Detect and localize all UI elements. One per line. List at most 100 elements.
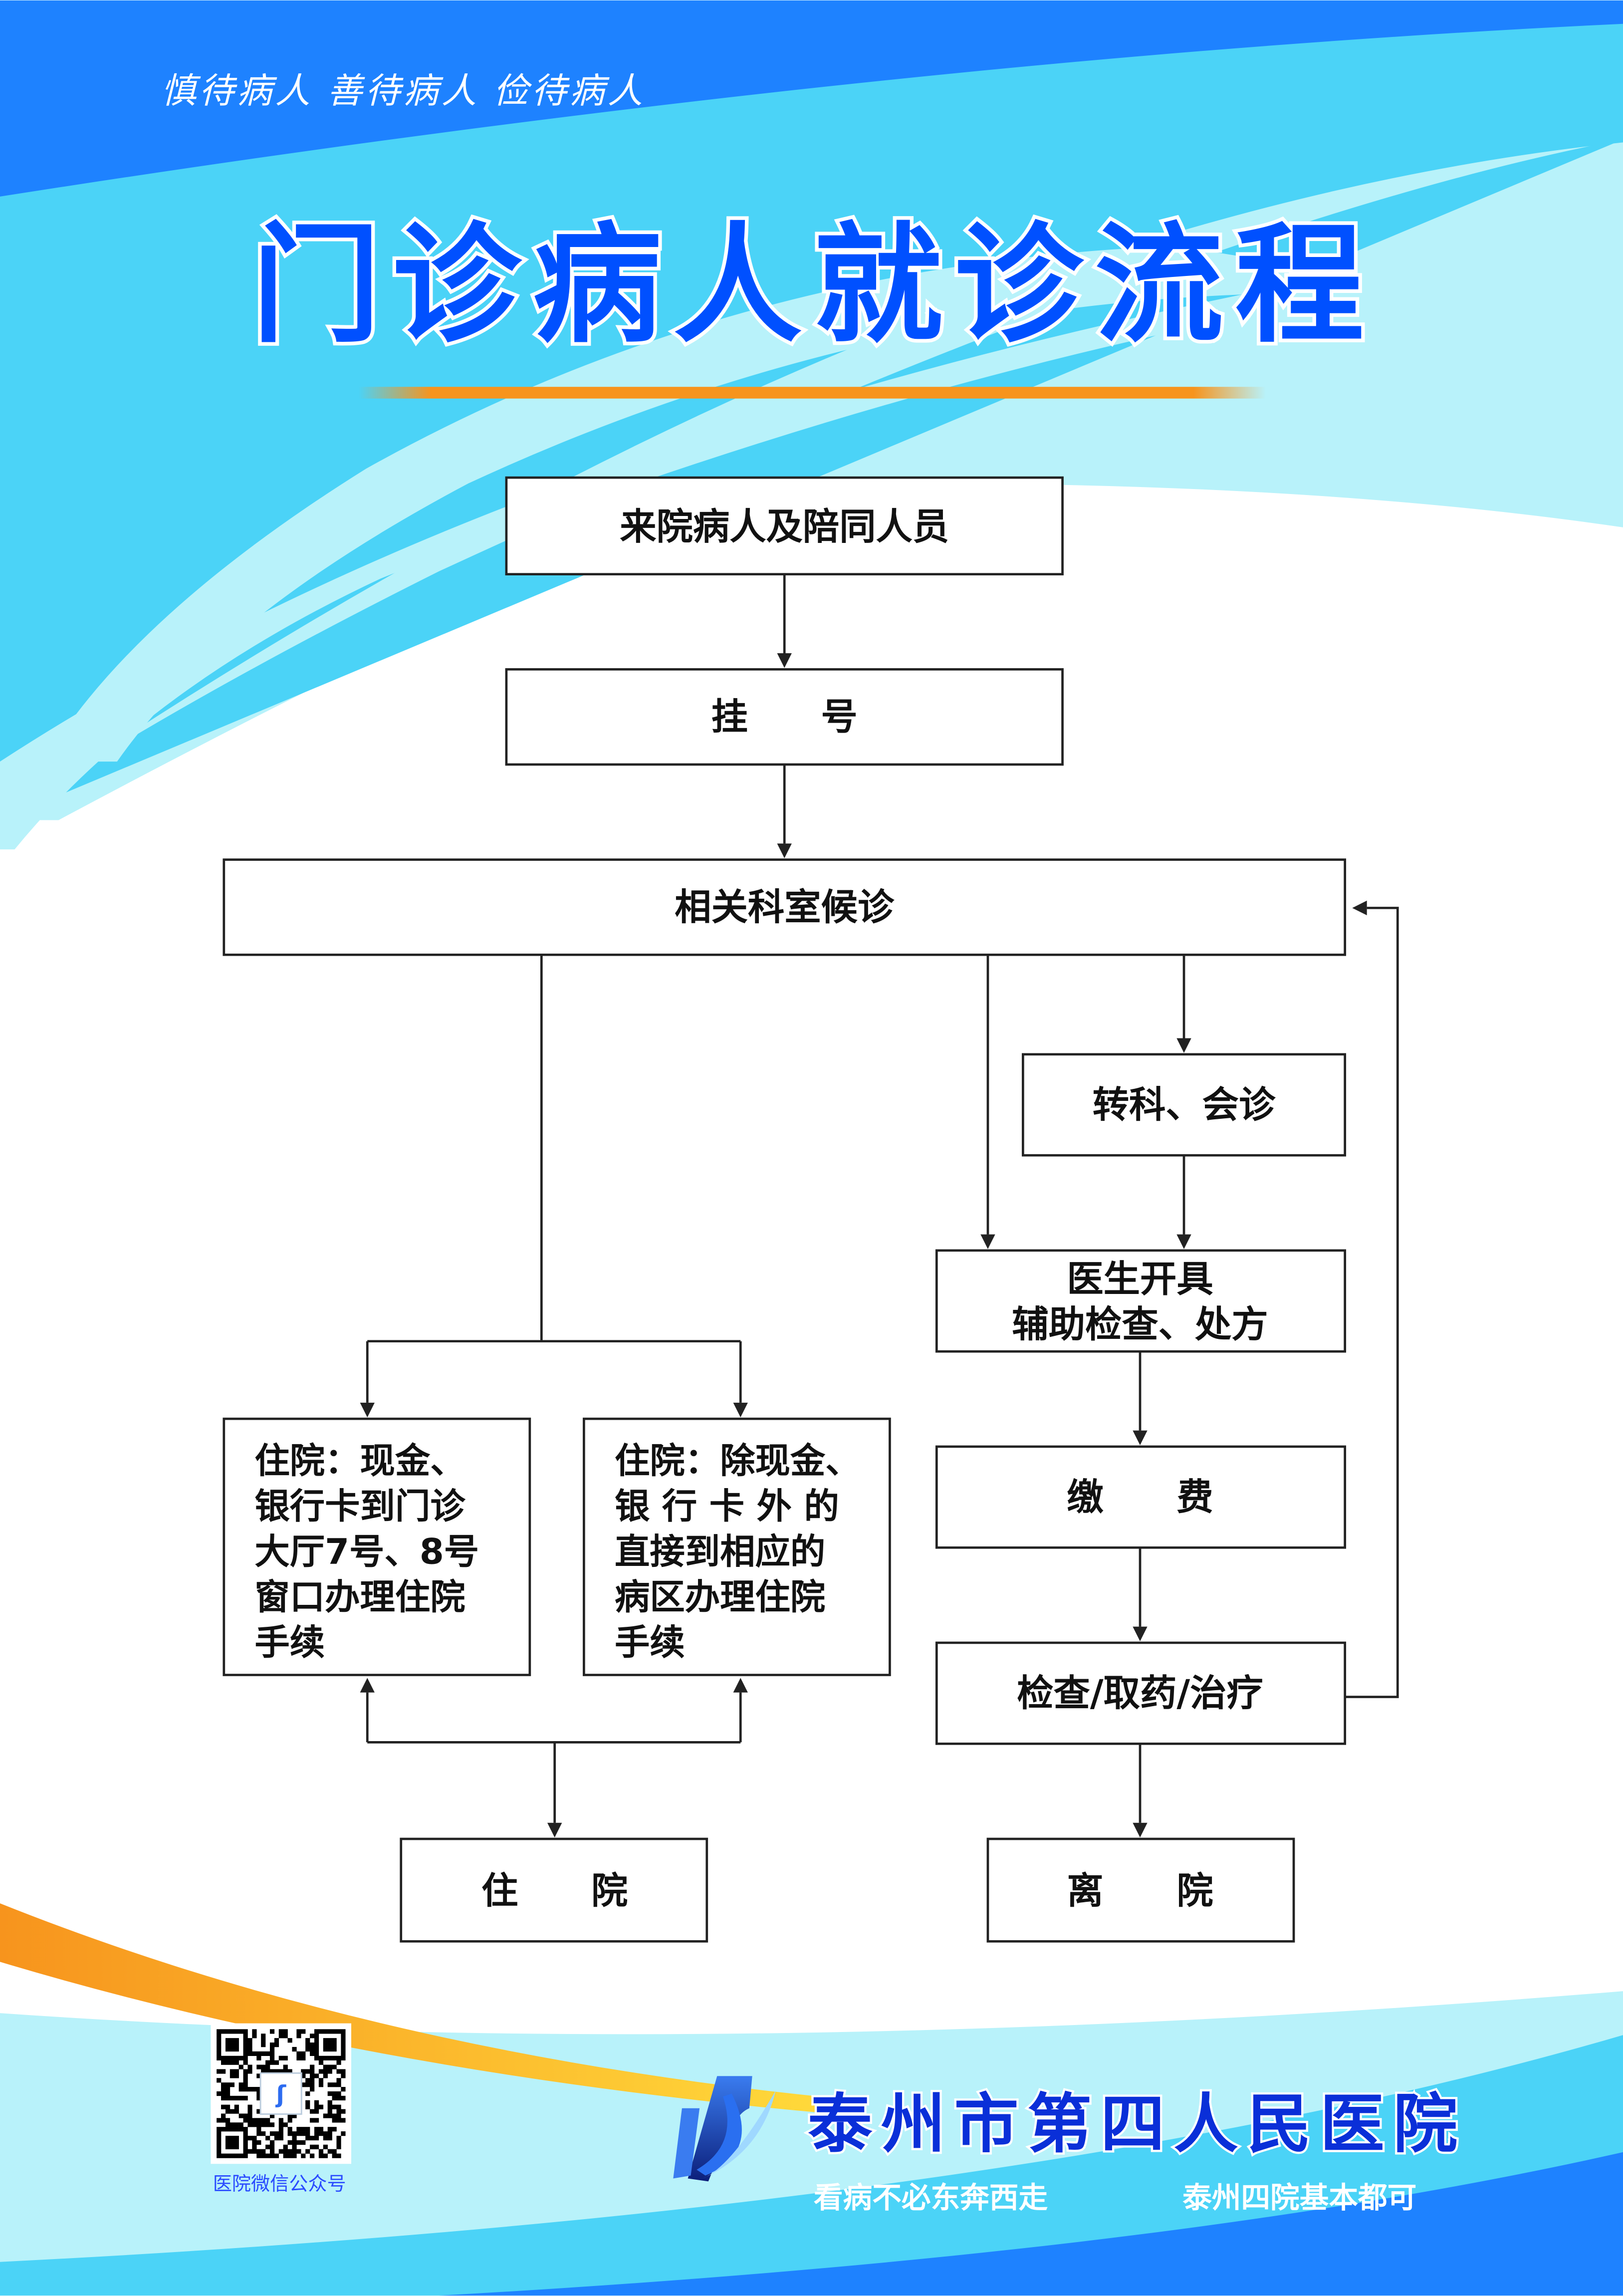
qr-module (252, 2034, 257, 2039)
qr-module (332, 2095, 337, 2101)
qr-module (247, 2042, 252, 2047)
qr-module (305, 2042, 310, 2047)
inpatient-left-line: 窗口办理住院 (254, 1576, 465, 1617)
qr-module (287, 2153, 292, 2158)
qr-module (234, 2046, 239, 2052)
qr-module (252, 2118, 257, 2123)
qr-module (243, 2095, 248, 2101)
qr-module (269, 2029, 275, 2034)
qr-module (221, 2127, 226, 2132)
qr-module (225, 2029, 231, 2034)
qr-module (230, 2140, 235, 2145)
qr-module (230, 2073, 235, 2078)
qr-module (247, 2113, 252, 2118)
qr-module (336, 2069, 341, 2074)
qr-module (238, 2029, 243, 2034)
qr-module (256, 2149, 261, 2154)
qr-module (230, 2153, 235, 2158)
qr-module (305, 2078, 310, 2083)
qr-module (247, 2122, 252, 2127)
step-register: 挂 号 (711, 696, 858, 739)
arrow-up-icon (360, 1678, 375, 1693)
qr-module (292, 2140, 297, 2145)
qr-module (269, 2122, 275, 2127)
qr-module (296, 2055, 301, 2060)
qr-module (225, 2091, 231, 2096)
qr-module (252, 2135, 257, 2141)
qr-module (217, 2118, 222, 2123)
qr-module (225, 2087, 231, 2092)
qr-module (221, 2060, 226, 2065)
qr-module (314, 2109, 319, 2114)
qr-module (274, 2135, 279, 2141)
qr-module (318, 2069, 324, 2074)
qr-module (238, 2113, 243, 2118)
qr-module (225, 2060, 231, 2065)
qr-module (269, 2060, 275, 2065)
qr-module (261, 2038, 266, 2043)
qr-module (230, 2042, 235, 2047)
qr-module (341, 2046, 346, 2052)
qr-module (323, 2144, 328, 2149)
step-arrive: 来院病人及陪同人员 (620, 506, 949, 548)
qr-module (217, 2046, 222, 2052)
qr-module (296, 2051, 301, 2056)
qr-module (314, 2135, 319, 2141)
qr-module (221, 2029, 226, 2034)
qr-module (247, 2087, 252, 2092)
qr-module (327, 2091, 332, 2096)
qr-module (256, 2109, 261, 2114)
qr-module (336, 2082, 341, 2087)
qr-module (261, 2064, 266, 2069)
qr-module (269, 2153, 275, 2158)
qr-module (217, 2153, 222, 2158)
qr-module (336, 2055, 341, 2060)
arrow-down-icon (547, 1822, 562, 1838)
qr-module (327, 2038, 332, 2043)
qr-module (336, 2095, 341, 2101)
qr-module (332, 2149, 337, 2154)
qr-module (234, 2029, 239, 2034)
qr-module (261, 2042, 266, 2047)
qr-module (234, 2140, 239, 2145)
qr-module (217, 2051, 222, 2056)
qr-module (310, 2034, 315, 2039)
step-transfer: 转科、会诊 (1093, 1084, 1276, 1126)
qr-module (318, 2082, 324, 2087)
arrow-down-icon (1133, 1822, 1148, 1838)
qr-module (234, 2122, 239, 2127)
qr-module (230, 2029, 235, 2034)
qr-module (243, 2082, 248, 2087)
qr-module (217, 2042, 222, 2047)
qr-module (230, 2069, 235, 2074)
arrow-left-icon (1352, 900, 1367, 916)
qr-module (252, 2149, 257, 2154)
qr-module (225, 2135, 231, 2141)
qr-module (341, 2038, 346, 2043)
qr-module (323, 2046, 328, 2052)
qr-module (292, 2153, 297, 2158)
qr-module (217, 2055, 222, 2060)
qr-module (243, 2113, 248, 2118)
qr-module (230, 2046, 235, 2052)
qr-module (327, 2042, 332, 2047)
qr-module (269, 2144, 275, 2149)
qr-module (318, 2104, 324, 2109)
qr-module (256, 2055, 261, 2060)
qr-module (261, 2149, 266, 2154)
qr-module (230, 2135, 235, 2141)
qr-module (238, 2122, 243, 2127)
qr-code: ʃ (211, 2023, 351, 2164)
qr-module (323, 2038, 328, 2043)
qr-module (341, 2073, 346, 2078)
step-waiting-box (223, 858, 1347, 956)
qr-module (327, 2029, 332, 2034)
qr-module (234, 2069, 239, 2074)
qr-module (217, 2131, 222, 2136)
qr-module (221, 2104, 226, 2109)
qr-module (314, 2034, 319, 2039)
qr-module (234, 2135, 239, 2141)
qr-module (261, 2118, 266, 2123)
qr-module (247, 2046, 252, 2052)
qr-module (292, 2144, 297, 2149)
